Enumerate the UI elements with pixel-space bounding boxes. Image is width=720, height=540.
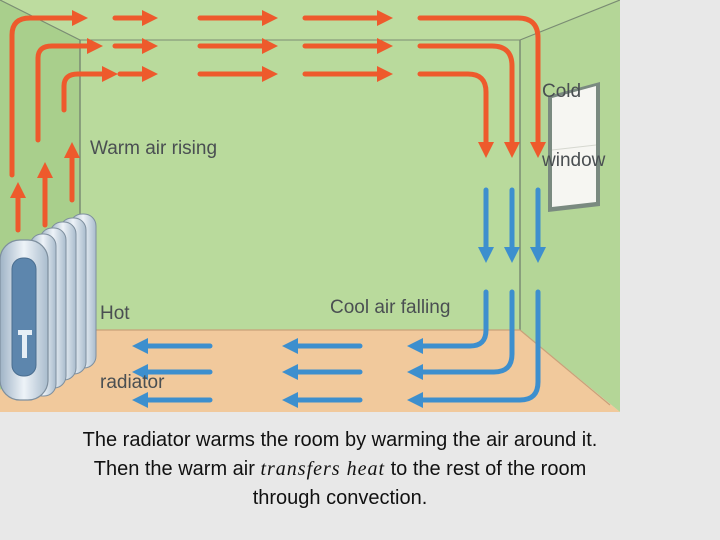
caption-emphasis: transfers heat [260, 458, 386, 480]
hot-radiator-label: Hot radiator [100, 256, 164, 417]
hot-radiator [0, 213, 97, 401]
caption: The radiator warms the room by warming t… [60, 426, 620, 513]
cold-window [548, 82, 600, 212]
caption-part1: The radiator warms the room by warming t… [82, 429, 598, 480]
warm-air-arrows [9, 9, 547, 233]
cool-air-arrows [131, 187, 547, 409]
convection-room-diagram [0, 0, 620, 412]
caption-part2: to the rest of the room through convecti… [252, 458, 587, 509]
hot-radiator-label-line1: Hot [100, 303, 130, 324]
cold-window-label: Cold window [542, 34, 605, 195]
cold-window-label-line2: window [542, 150, 606, 171]
hot-radiator-label-line2: radiator [100, 372, 165, 393]
cold-window-label-line1: Cold [542, 81, 582, 102]
cool-air-label: Cool air falling [330, 297, 451, 318]
warm-air-label: Warm air rising [90, 138, 218, 159]
